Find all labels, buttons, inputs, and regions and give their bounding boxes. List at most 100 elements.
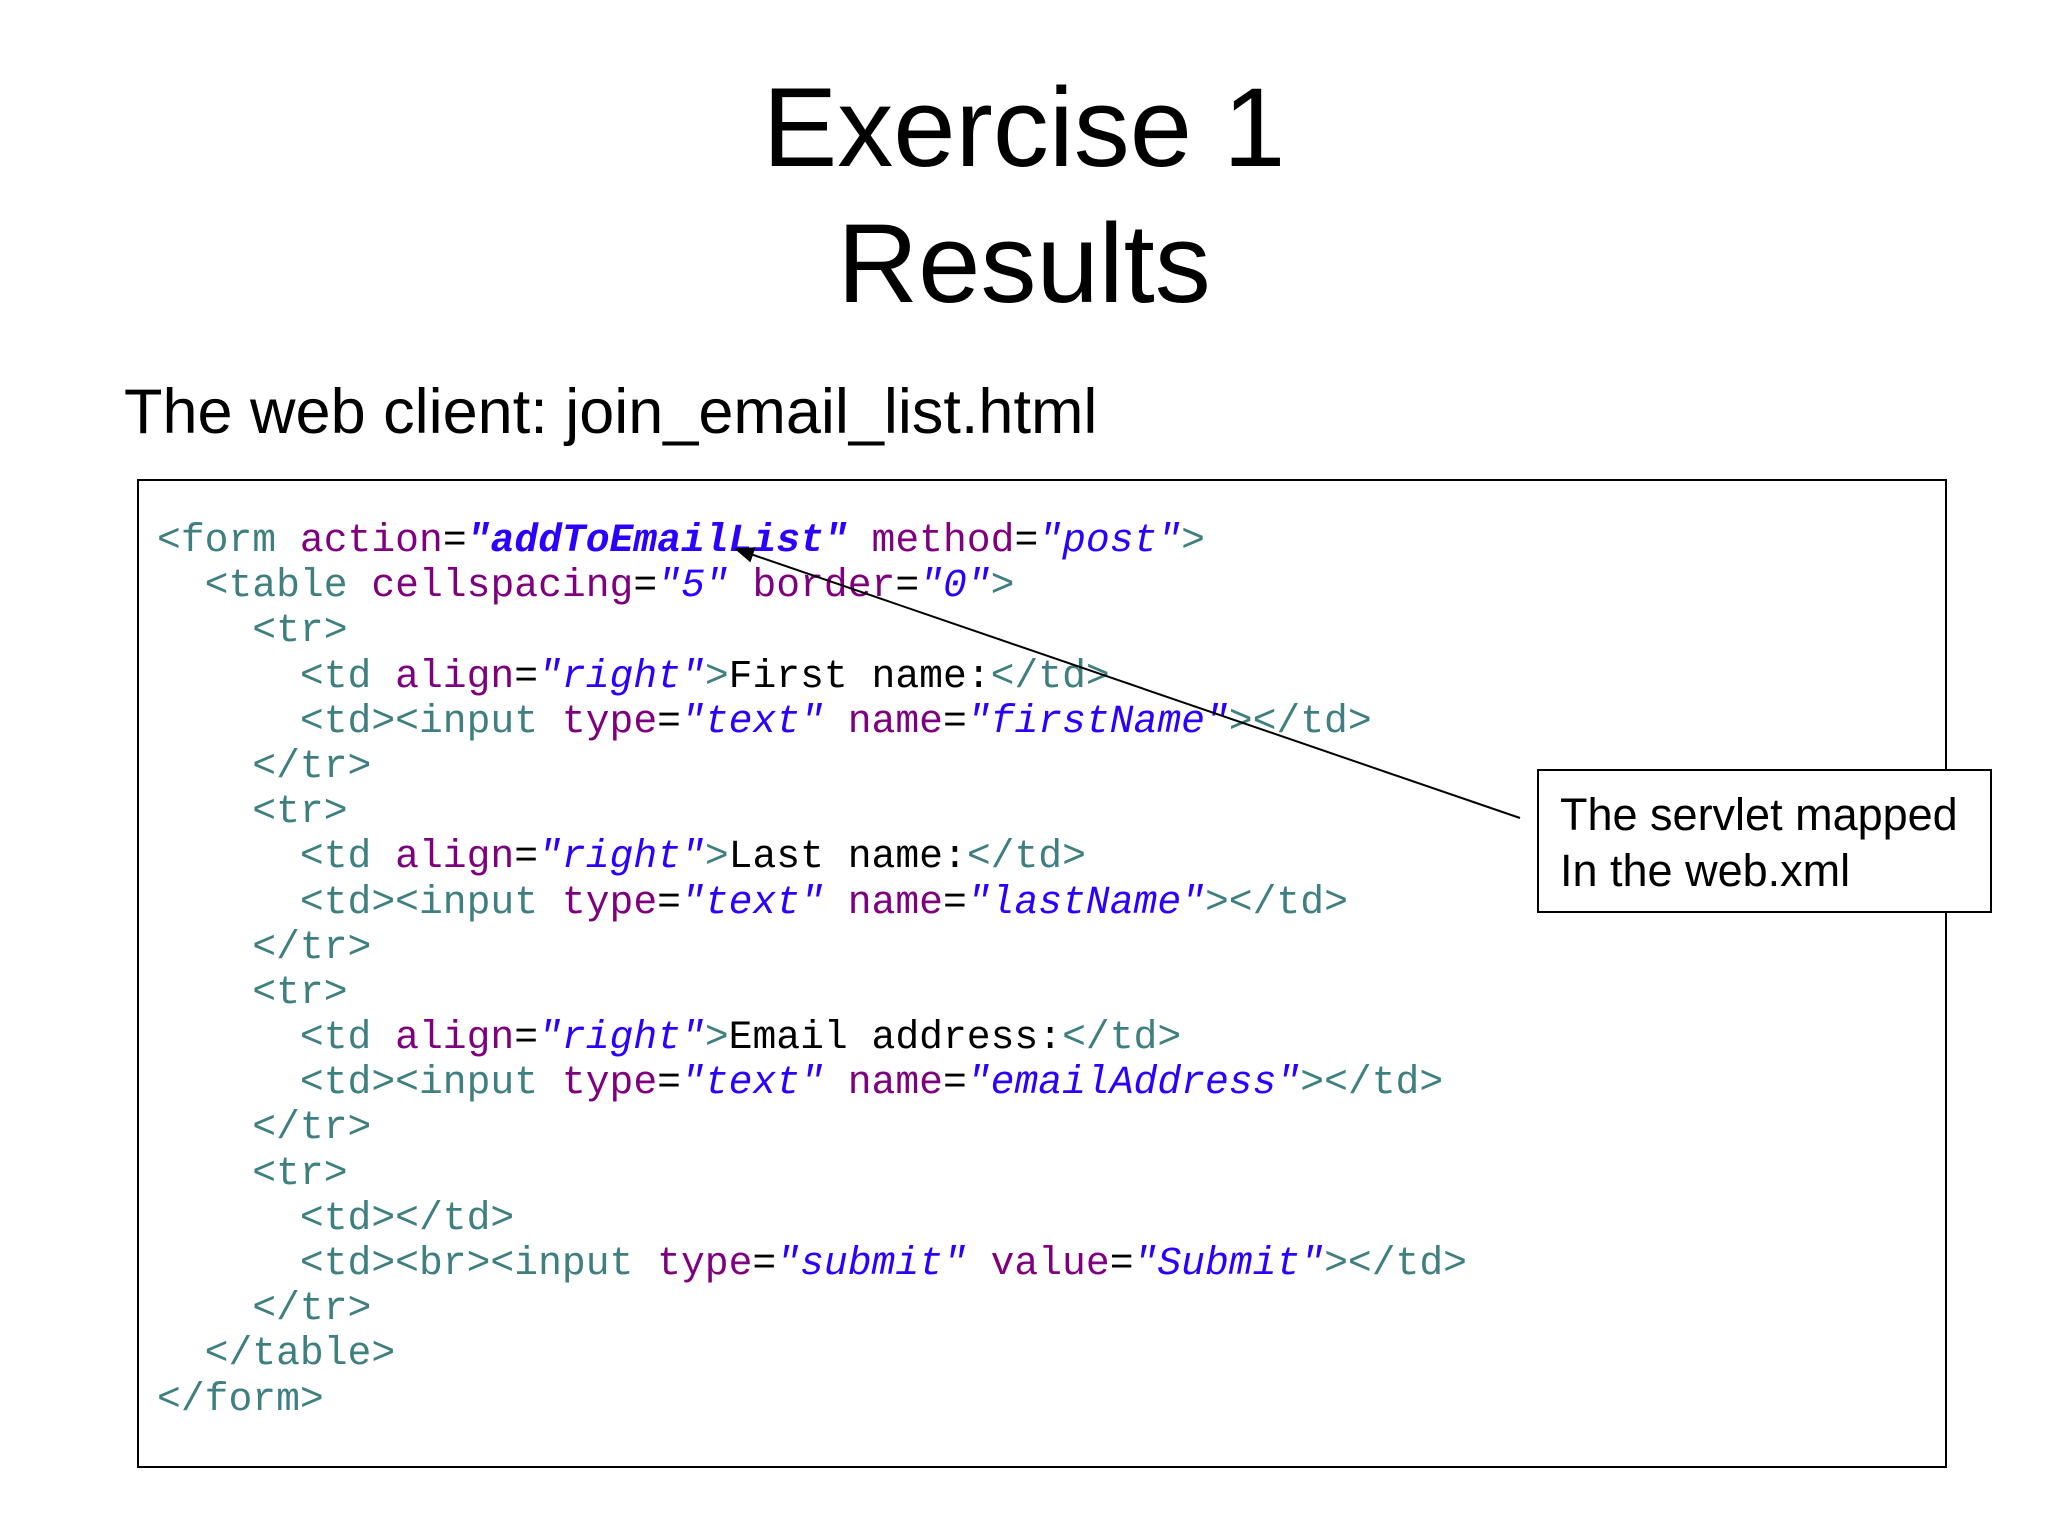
code-token-text: [157, 1196, 300, 1241]
code-token-attr: action: [299, 518, 443, 563]
code-token-val: "firstName": [966, 698, 1229, 744]
code-token-eq: =: [442, 518, 467, 563]
code-token-tag: <tr>: [252, 969, 348, 1015]
code-token-attr: name: [847, 1060, 943, 1106]
code-token-attr: name: [847, 879, 943, 925]
code-token-text: [157, 1015, 300, 1060]
code-token-attr: type: [561, 698, 658, 744]
code-token-attr: align: [395, 653, 515, 699]
code-line: </tr>: [157, 744, 1467, 789]
callout-box: The servlet mapped In the web.xml: [1537, 769, 1992, 913]
code-token-attr: type: [657, 1241, 753, 1286]
code-line: <form action="addToEmailList" method="po…: [157, 518, 1467, 563]
code-token-tag: <td></td>: [299, 1195, 515, 1241]
code-token-text: [824, 1060, 848, 1105]
code-token-eq: =: [752, 1241, 777, 1286]
code-token-tag: <td><input: [299, 879, 562, 925]
code-token-attr: value: [990, 1241, 1110, 1286]
code-token-text: [157, 789, 252, 834]
code-token-text: [157, 880, 300, 925]
code-token-text: [157, 925, 252, 970]
code-token-text: [157, 1331, 205, 1376]
code-token-attr: border: [752, 563, 896, 609]
code-token-text: [157, 1060, 300, 1105]
code-token-tag: </td>: [966, 834, 1086, 880]
code-line: <td><input type="text" name="lastName"><…: [157, 880, 1467, 925]
code-token-tag: >: [704, 1015, 729, 1061]
code-token-tag: >: [1181, 518, 1205, 563]
code-token-text: Email address:: [728, 1015, 1063, 1061]
code-token-tag: >: [990, 563, 1015, 609]
code-token-text: [157, 1105, 252, 1150]
code-token-val: "text": [680, 879, 824, 925]
code-token-tag: ></td>: [1228, 698, 1372, 744]
slide-title-line-1: Exercise 1: [762, 65, 1286, 190]
code-token-tag: </tr>: [252, 1286, 372, 1332]
code-token-tag: ></td>: [1204, 879, 1348, 925]
code-line: </tr>: [157, 1105, 1467, 1150]
code-token-val-strong: "addToEmailList": [466, 518, 848, 563]
code-token-text: [824, 880, 848, 925]
callout-line-2: In the web.xml: [1560, 845, 1851, 896]
code-token-tag: <tr>: [252, 608, 348, 654]
code-token-text: [157, 563, 205, 608]
code-token-eq: =: [1014, 518, 1039, 563]
code-token-eq: =: [514, 834, 539, 880]
code-token-eq: =: [942, 698, 967, 744]
code-token-eq: =: [633, 563, 658, 609]
slide-subtitle: The web client: join_email_list.html: [124, 377, 1098, 447]
code-token-text: [157, 1241, 300, 1286]
code-token-tag: </table>: [204, 1331, 396, 1377]
code-line: </tr>: [157, 925, 1467, 970]
code-line: <tr>: [157, 789, 1467, 834]
code-token-tag: </td>: [990, 653, 1110, 699]
code-token-tag: <td: [299, 653, 396, 699]
code-token-text: [729, 563, 753, 608]
code-line: <td align="right">Email address:</td>: [157, 1015, 1467, 1060]
code-token-text: [967, 1241, 991, 1286]
code-line: <tr>: [157, 970, 1467, 1015]
code-token-tag: </tr>: [252, 1105, 372, 1151]
code-token-tag: <tr>: [252, 789, 348, 835]
code-token-eq: =: [657, 698, 681, 744]
code-token-val: "right": [538, 1015, 705, 1061]
code-token-val: "emailAddress": [966, 1060, 1301, 1106]
code-token-eq: =: [942, 1060, 967, 1106]
code-token-attr: method: [871, 518, 1015, 563]
code-token-eq: =: [514, 653, 539, 699]
code-token-attr: type: [561, 1060, 658, 1106]
code-token-val: "text": [680, 1060, 824, 1106]
code-token-tag: </tr>: [252, 743, 372, 789]
code-token-text: [157, 1151, 252, 1196]
code-token-val: "5": [657, 563, 729, 609]
code-token-eq: =: [942, 879, 967, 925]
code-token-eq: =: [1109, 1241, 1134, 1286]
code-line: <td><input type="text" name="emailAddres…: [157, 1060, 1467, 1105]
code-token-attr: name: [847, 698, 943, 744]
code-token-tag: <tr>: [252, 1150, 348, 1196]
code-line: <td><br><input type="submit" value="Subm…: [157, 1241, 1467, 1286]
code-token-text: [848, 518, 872, 563]
code-line: </table>: [157, 1331, 1467, 1376]
code-token-eq: =: [895, 563, 920, 609]
code-token-text: [157, 1286, 252, 1331]
code-token-text: [157, 654, 300, 699]
slide-title-line-2: Results: [837, 201, 1211, 326]
code-token-tag: <table: [204, 563, 372, 609]
code-listing: <form action="addToEmailList" method="po…: [157, 518, 1467, 1422]
code-token-eq: =: [657, 879, 681, 925]
code-token-text: [157, 699, 300, 744]
code-token-val: "post": [1038, 518, 1182, 563]
code-token-text: [157, 744, 252, 789]
code-line: <td align="right">Last name:</td>: [157, 834, 1467, 879]
code-token-val: "lastName": [966, 879, 1205, 925]
code-token-val: "text": [680, 698, 824, 744]
code-token-tag: <td><input: [299, 698, 562, 744]
callout-line-1: The servlet mapped: [1560, 789, 1958, 840]
code-token-val: "right": [538, 834, 705, 880]
code-token-tag: <td><input: [299, 1060, 562, 1106]
code-token-text: [824, 699, 848, 744]
code-token-tag: </tr>: [252, 924, 372, 970]
code-token-val: "submit": [776, 1241, 967, 1286]
code-token-tag: <td: [299, 834, 396, 880]
